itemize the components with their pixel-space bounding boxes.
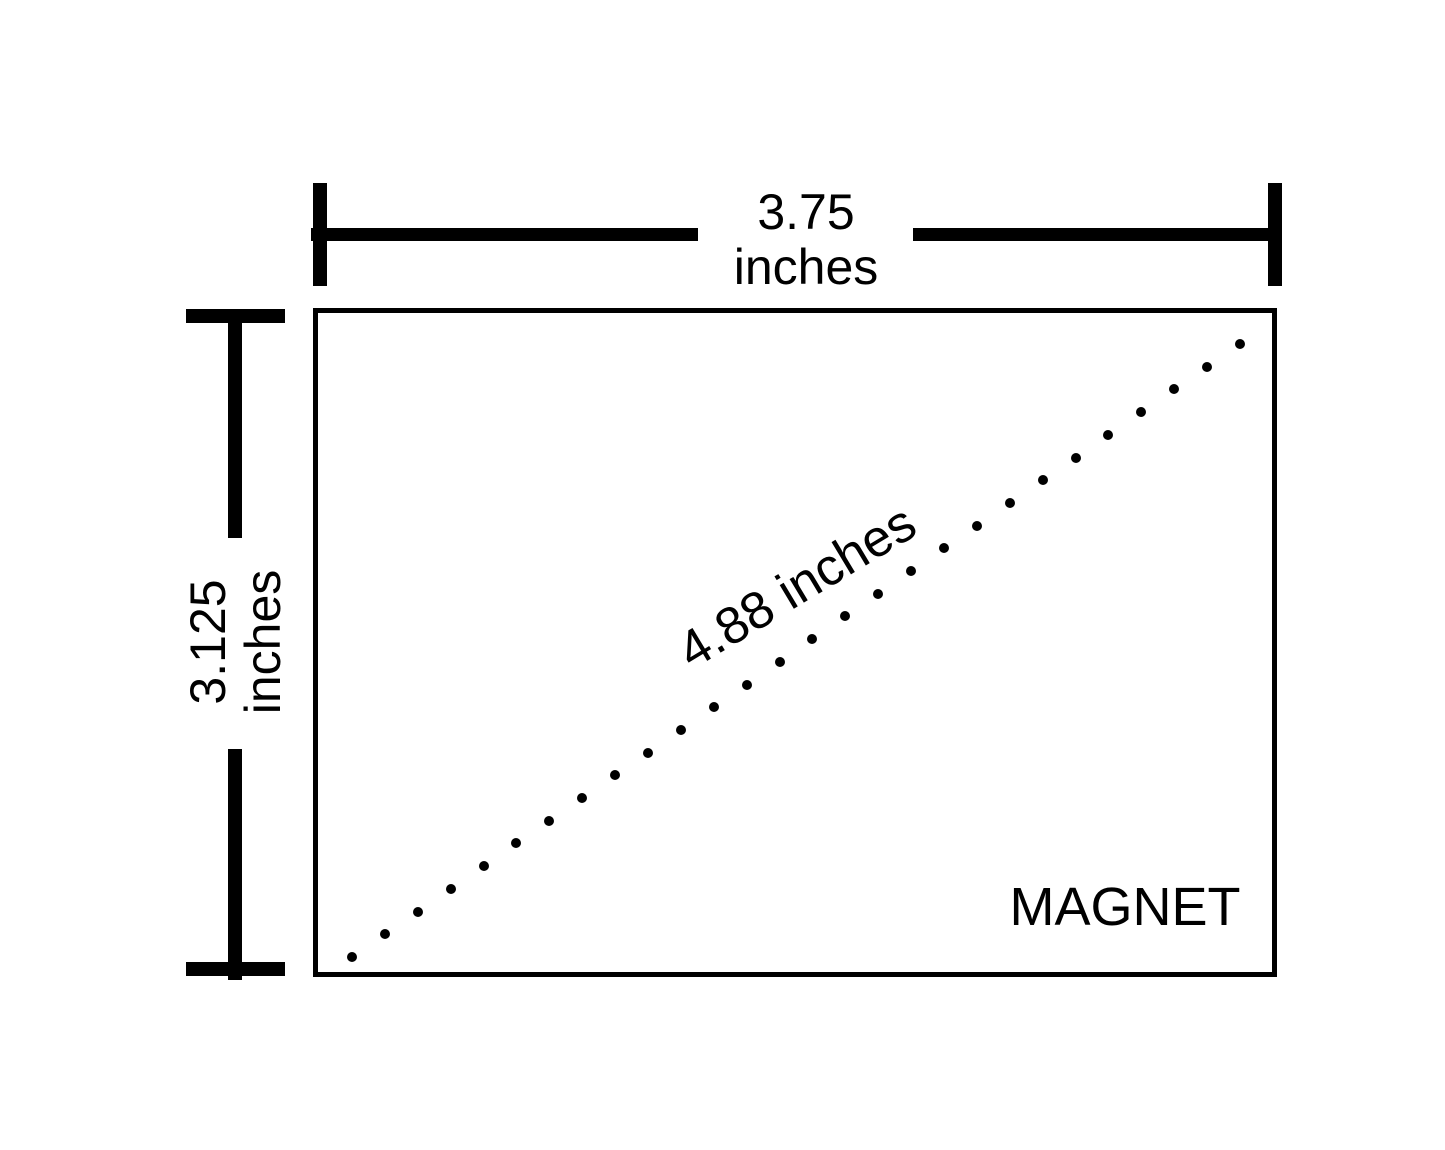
diagonal-dot [840, 611, 851, 622]
diagonal-dot [1070, 452, 1081, 463]
height-dimension-line-top [228, 311, 242, 538]
width-dimension-value: 3.75 [757, 184, 855, 240]
magnet-label: MAGNET [1009, 877, 1241, 937]
diagonal-dot [643, 747, 653, 758]
diagonal-dot [1169, 384, 1180, 395]
diagonal-dot [807, 634, 818, 645]
height-dimension-value: 3.125 [180, 579, 236, 705]
diagonal-dot [971, 520, 982, 531]
diagonal-dot [1136, 407, 1147, 418]
diagonal-dot [577, 793, 588, 804]
diagonal-dot [1103, 429, 1114, 440]
diagonal-dot [1037, 475, 1048, 486]
diagonal-dot [708, 702, 719, 713]
diagonal-dot [906, 566, 917, 577]
diagonal-dot [544, 815, 555, 826]
diagonal-dot [1004, 497, 1015, 508]
diagonal-dot [675, 724, 686, 735]
diagonal-dot [1235, 339, 1245, 349]
diagonal-dot [347, 952, 357, 962]
diagonal-dot [379, 929, 390, 940]
diagonal-dot [873, 588, 884, 599]
width-dimension-label: 3.75 inches [734, 185, 879, 295]
height-dimension-unit: inches [235, 569, 291, 715]
diagonal-dot [741, 679, 752, 690]
diagonal-dot [478, 861, 489, 872]
diagonal-dot [939, 543, 949, 554]
width-dimension-line-left [311, 228, 698, 241]
diagonal-dot [774, 656, 785, 667]
width-dimension-unit: inches [733, 239, 879, 295]
magnet-outline [313, 308, 1277, 977]
height-dimension-line-bottom [228, 749, 242, 980]
diagonal-dot [445, 883, 456, 894]
width-dimension-right-cap [1268, 183, 1282, 286]
diagonal-dot [412, 906, 423, 917]
width-dimension-line-right [913, 228, 1273, 241]
diagonal-dot [1202, 361, 1213, 372]
diagonal-dot [511, 838, 522, 849]
height-dimension-label: 3.125 inches [180, 569, 291, 715]
diagonal-dot [610, 770, 621, 781]
